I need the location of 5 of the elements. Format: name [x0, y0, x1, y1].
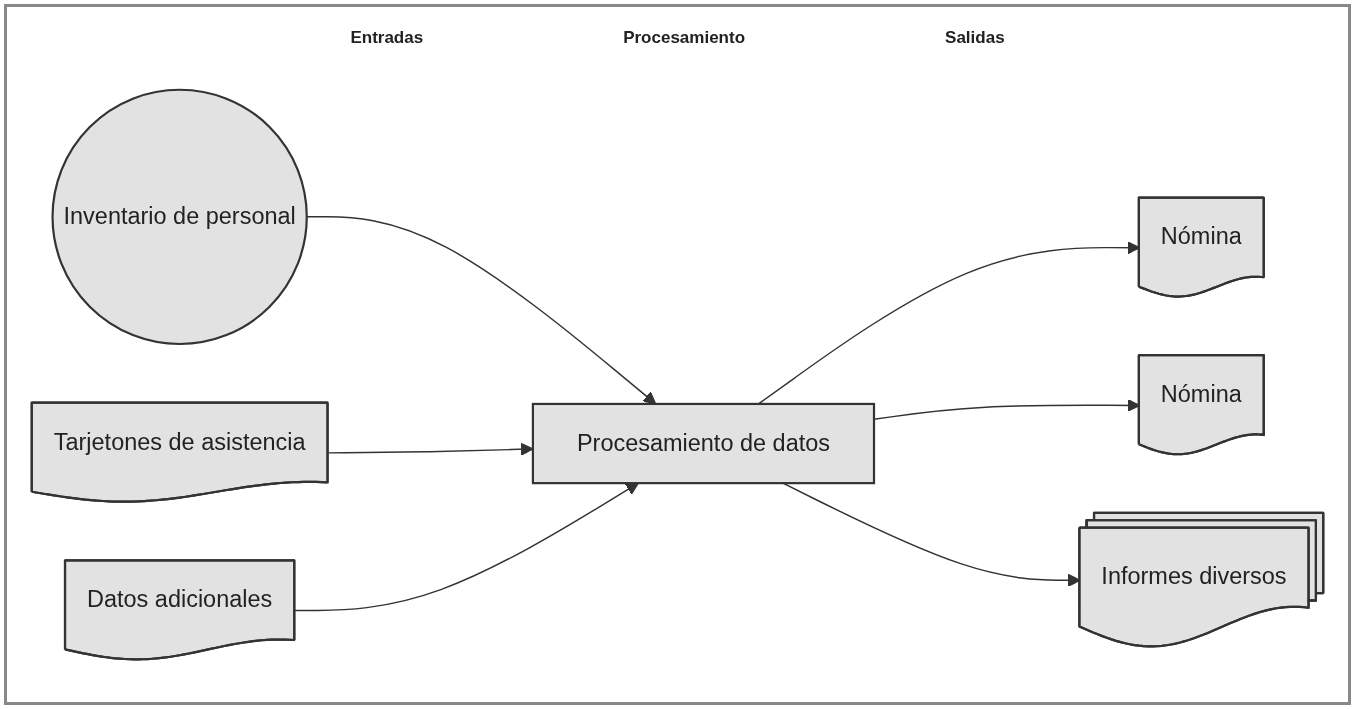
node-box: Procesamiento de datos	[531, 402, 876, 485]
column-heading: Entradas	[350, 28, 424, 48]
column-heading: Procesamiento	[623, 28, 746, 48]
column-heading: Salidas	[945, 28, 1005, 48]
node-circle: Inventario de personal	[51, 88, 308, 346]
